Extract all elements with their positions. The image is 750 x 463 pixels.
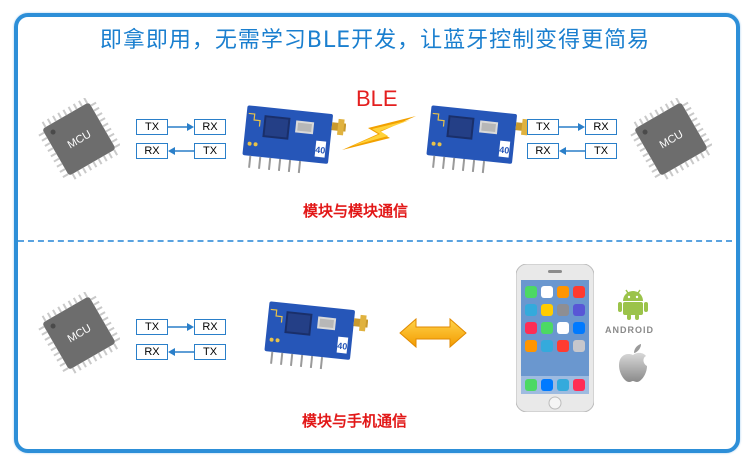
double-arrow-icon — [399, 317, 467, 349]
arrow-left-icon — [559, 147, 585, 155]
module-number: 40 — [337, 341, 348, 352]
rx-pill: RX — [136, 344, 168, 360]
mcu-chip-icon: MCU — [38, 98, 120, 180]
arrow-right-icon — [168, 323, 194, 331]
lightning-icon — [342, 116, 416, 150]
outer-frame — [14, 13, 740, 453]
module-number: 40 — [315, 145, 326, 156]
arrow-left-icon — [168, 147, 194, 155]
ble-module-icon: 40 — [264, 301, 368, 370]
rx-pill: RX — [136, 143, 168, 159]
page-title: 即拿即用，无需学习BLE开发，让蓝牙控制变得更简易 — [99, 28, 651, 53]
module-number: 40 — [499, 145, 510, 156]
caption-module-to-module: 模块与模块通信 — [303, 202, 409, 220]
rx-pill: RX — [194, 119, 226, 135]
section-divider — [18, 240, 732, 242]
smartphone-icon — [516, 264, 594, 412]
rx-pill: RX — [585, 119, 617, 135]
tx-pill: TX — [136, 119, 168, 135]
arrow-left-icon — [168, 348, 194, 356]
tx-pill: TX — [194, 143, 226, 159]
tx-pill: TX — [136, 319, 168, 335]
ble-module-icon: 40 — [242, 105, 346, 174]
android-wordmark: ANDROID — [605, 325, 654, 335]
apple-icon — [619, 344, 647, 382]
ble-module-icon: 40 — [426, 105, 530, 174]
arrow-right-icon — [168, 123, 194, 131]
tx-pill: TX — [585, 143, 617, 159]
ble-label: BLE — [356, 86, 398, 111]
tx-pill: TX — [527, 119, 559, 135]
android-icon — [618, 289, 648, 320]
arrow-right-icon — [559, 123, 585, 131]
rx-pill: RX — [527, 143, 559, 159]
caption-module-to-phone: 模块与手机通信 — [302, 412, 408, 430]
rx-pill: RX — [194, 319, 226, 335]
tx-pill: TX — [194, 344, 226, 360]
mcu-chip-icon: MCU — [38, 292, 120, 374]
mcu-chip-icon: MCU — [630, 98, 712, 180]
